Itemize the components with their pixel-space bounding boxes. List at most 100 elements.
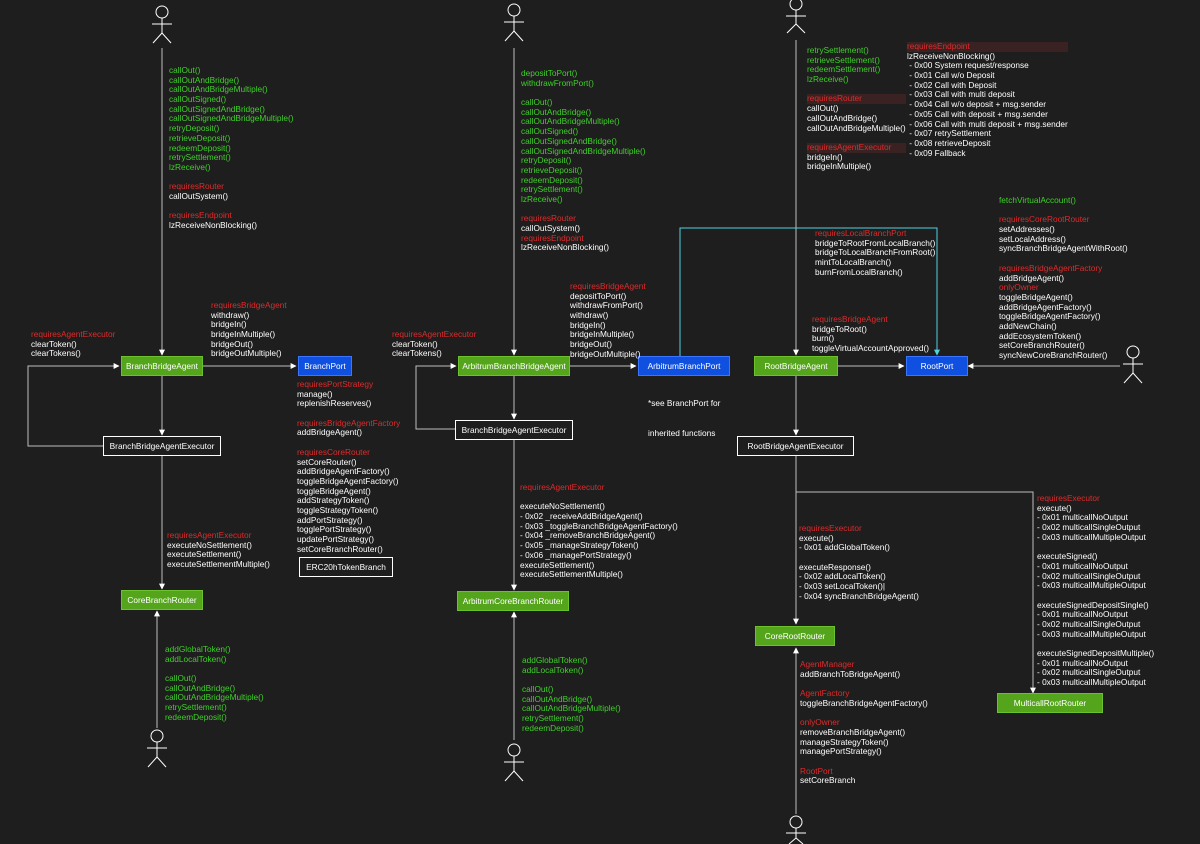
function-label: redeemDeposit() <box>522 722 584 733</box>
function-label: clearToken() <box>31 338 77 349</box>
function-label: addBridgeAgent() <box>999 272 1065 283</box>
function-label: executeResponse() <box>799 561 871 572</box>
function-label: callOutAndBridgeMultiple() <box>807 122 906 133</box>
function-label: bridgeToLocalBranchFromRoot() <box>815 247 936 258</box>
function-label: setCoreBranchRouter() <box>999 340 1085 351</box>
function-label: retrieveDeposit() <box>169 132 231 143</box>
function-label: fetchVirtualAccount() <box>999 195 1076 205</box>
branch-agent-functions: callOut()callOutAndBridge()callOutAndBri… <box>169 65 294 231</box>
erc20-token-branch-node[interactable]: ERC20hTokenBranch <box>299 557 393 577</box>
function-label: callOutSystem() <box>169 190 229 201</box>
function-label: lzReceiveNonBlocking() <box>169 220 258 230</box>
function-label: callOut() <box>169 65 201 75</box>
arbitrum-agent-functions: depositToPort()withdrawFromPort() callOut… <box>521 68 646 253</box>
function-label: bridgeOut() <box>211 338 253 349</box>
function-label: retrieveDeposit() <box>521 164 583 175</box>
function-label: executeSettlement() <box>167 549 242 560</box>
function-label: callOutAndBridge() <box>169 74 240 85</box>
function-label: executeSignedDepositMultiple() <box>1037 648 1155 658</box>
arb-executor-loop-wire <box>415 363 457 430</box>
function-label: - 0x02 _receiveAddBridgeAgent() <box>520 511 643 522</box>
function-label: callOut() <box>807 103 839 114</box>
actor-icon-col1-bottom <box>147 729 167 768</box>
modifier-label: requiresBridgeAgentFactory <box>297 417 401 428</box>
arbitrum-branch-port-node[interactable]: ArbitrumBranchPort <box>638 356 730 376</box>
function-label: depositToPort() <box>521 68 578 78</box>
function-label: bridgeToRootFromLocalBranch() <box>815 237 936 248</box>
actor-icon-col2-top <box>504 3 524 42</box>
root-port-functions: fetchVirtualAccount() requiresCoreRootRou… <box>999 195 1128 361</box>
modifier-label: requiresBridgeAgent <box>812 314 888 324</box>
actor-icon-col2-bottom <box>504 743 524 782</box>
function-label: execute() <box>1037 502 1072 513</box>
modifier-label: onlyOwner <box>999 282 1039 293</box>
function-label: callOutAndBridge() <box>807 112 878 123</box>
function-label: lzReceiveNonBlocking() <box>521 242 610 253</box>
modifier-label: requiresRouter <box>521 213 576 224</box>
function-label: addNewChain() <box>999 320 1057 331</box>
modifier-label: requiresAgentExecutor <box>520 482 605 492</box>
function-label: - 0x03 _toggleBranchBridgeAgentFactory() <box>520 520 678 531</box>
function-label: addGlobalToken() <box>522 655 588 665</box>
function-label: burn() <box>812 333 835 344</box>
branch-bridge-agent-node[interactable]: BranchBridgeAgent <box>121 356 203 376</box>
function-label: - 0x02 Call with Deposit <box>907 79 997 90</box>
function-label: clearToken() <box>392 338 438 349</box>
arbitrum-core-branch-router-node[interactable]: ArbitrumCoreBranchRouter <box>457 591 569 611</box>
function-label: callOutSystem() <box>521 223 581 233</box>
actor-icon-col1-top <box>152 5 172 44</box>
function-label: depositToPort() <box>570 290 627 301</box>
function-label: - 0x02 multicallSingleOutput <box>1037 570 1141 581</box>
function-label: - 0x01 multicallNoOutput <box>1037 560 1128 571</box>
arbitrum-port-note: *see BranchPort for inherited functions <box>648 380 720 448</box>
root-port-node[interactable]: RootPort <box>906 356 968 376</box>
note-line: inherited functions <box>648 427 716 438</box>
function-label: addBridgeAgentFactory() <box>297 466 390 477</box>
root-bridge-agent-executor-node[interactable]: RootBridgeAgentExecutor <box>737 436 854 456</box>
root-bridge-agent-node[interactable]: RootBridgeAgent <box>754 356 838 376</box>
core-root-router-node[interactable]: CoreRootRouter <box>755 626 835 646</box>
function-label: lzReceive() <box>169 161 211 172</box>
function-label: callOutAndBridge() <box>521 106 592 117</box>
branch-port-node[interactable]: BranchPort <box>298 356 352 376</box>
function-label: callOut() <box>165 673 197 684</box>
core-branch-router-node[interactable]: CoreBranchRouter <box>121 590 203 610</box>
function-label: retrySettlement() <box>807 45 869 55</box>
function-label: - 0x01 multicallNoOutput <box>1037 512 1128 523</box>
arbitrum-executor-node[interactable]: BranchBridgeAgentExecutor <box>455 420 573 440</box>
modifier-label: AgentFactory <box>800 688 850 699</box>
multicall-root-router-node[interactable]: MulticallRootRouter <box>997 693 1103 713</box>
function-label: lzReceive() <box>521 193 563 204</box>
function-label: - 0x05 Call with deposit + msg.sender <box>907 108 1048 119</box>
function-label: toggleBridgeAgentFactory() <box>999 311 1101 322</box>
function-label: redeemDeposit() <box>169 142 231 153</box>
root-agent-functions: retrySettlement()retrieveSettlement()red… <box>807 45 906 172</box>
function-label: callOutSigned() <box>169 94 227 105</box>
function-label: toggleBridgeAgent() <box>297 485 371 496</box>
function-label: withdraw() <box>211 309 250 320</box>
function-label: - 0x07 retrySettlement <box>907 128 991 139</box>
function-label: - 0x08 retrieveDeposit <box>907 137 991 148</box>
modifier-label: requiresAgentExecutor <box>167 530 252 540</box>
modifier-label: requiresBridgeAgentFactory <box>999 262 1103 273</box>
branch-bridge-agent-executor-node[interactable]: BranchBridgeAgentExecutor <box>103 436 221 456</box>
arbitrum-branch-bridge-agent-node[interactable]: ArbitrumBranchBridgeAgent <box>458 356 570 376</box>
function-label: - 0x01 Call w/o Deposit <box>907 70 995 81</box>
function-label: callOutAndBridge() <box>522 693 593 704</box>
function-label: withdrawFromPort() <box>521 77 594 88</box>
function-label: setCoreRouter() <box>297 456 357 467</box>
function-label: addGlobalToken() <box>165 644 231 654</box>
modifier-label: requiresCoreRootRouter <box>999 214 1090 225</box>
function-label: retrySettlement() <box>521 184 583 195</box>
function-label: - 0x00 System request/response <box>907 60 1029 71</box>
modifier-label: requiresAgentExecutor <box>31 329 116 339</box>
function-label: retryDeposit() <box>521 155 572 166</box>
function-label: replenishReserves() <box>297 398 372 409</box>
function-label: addBridgeAgentFactory() <box>999 301 1092 312</box>
